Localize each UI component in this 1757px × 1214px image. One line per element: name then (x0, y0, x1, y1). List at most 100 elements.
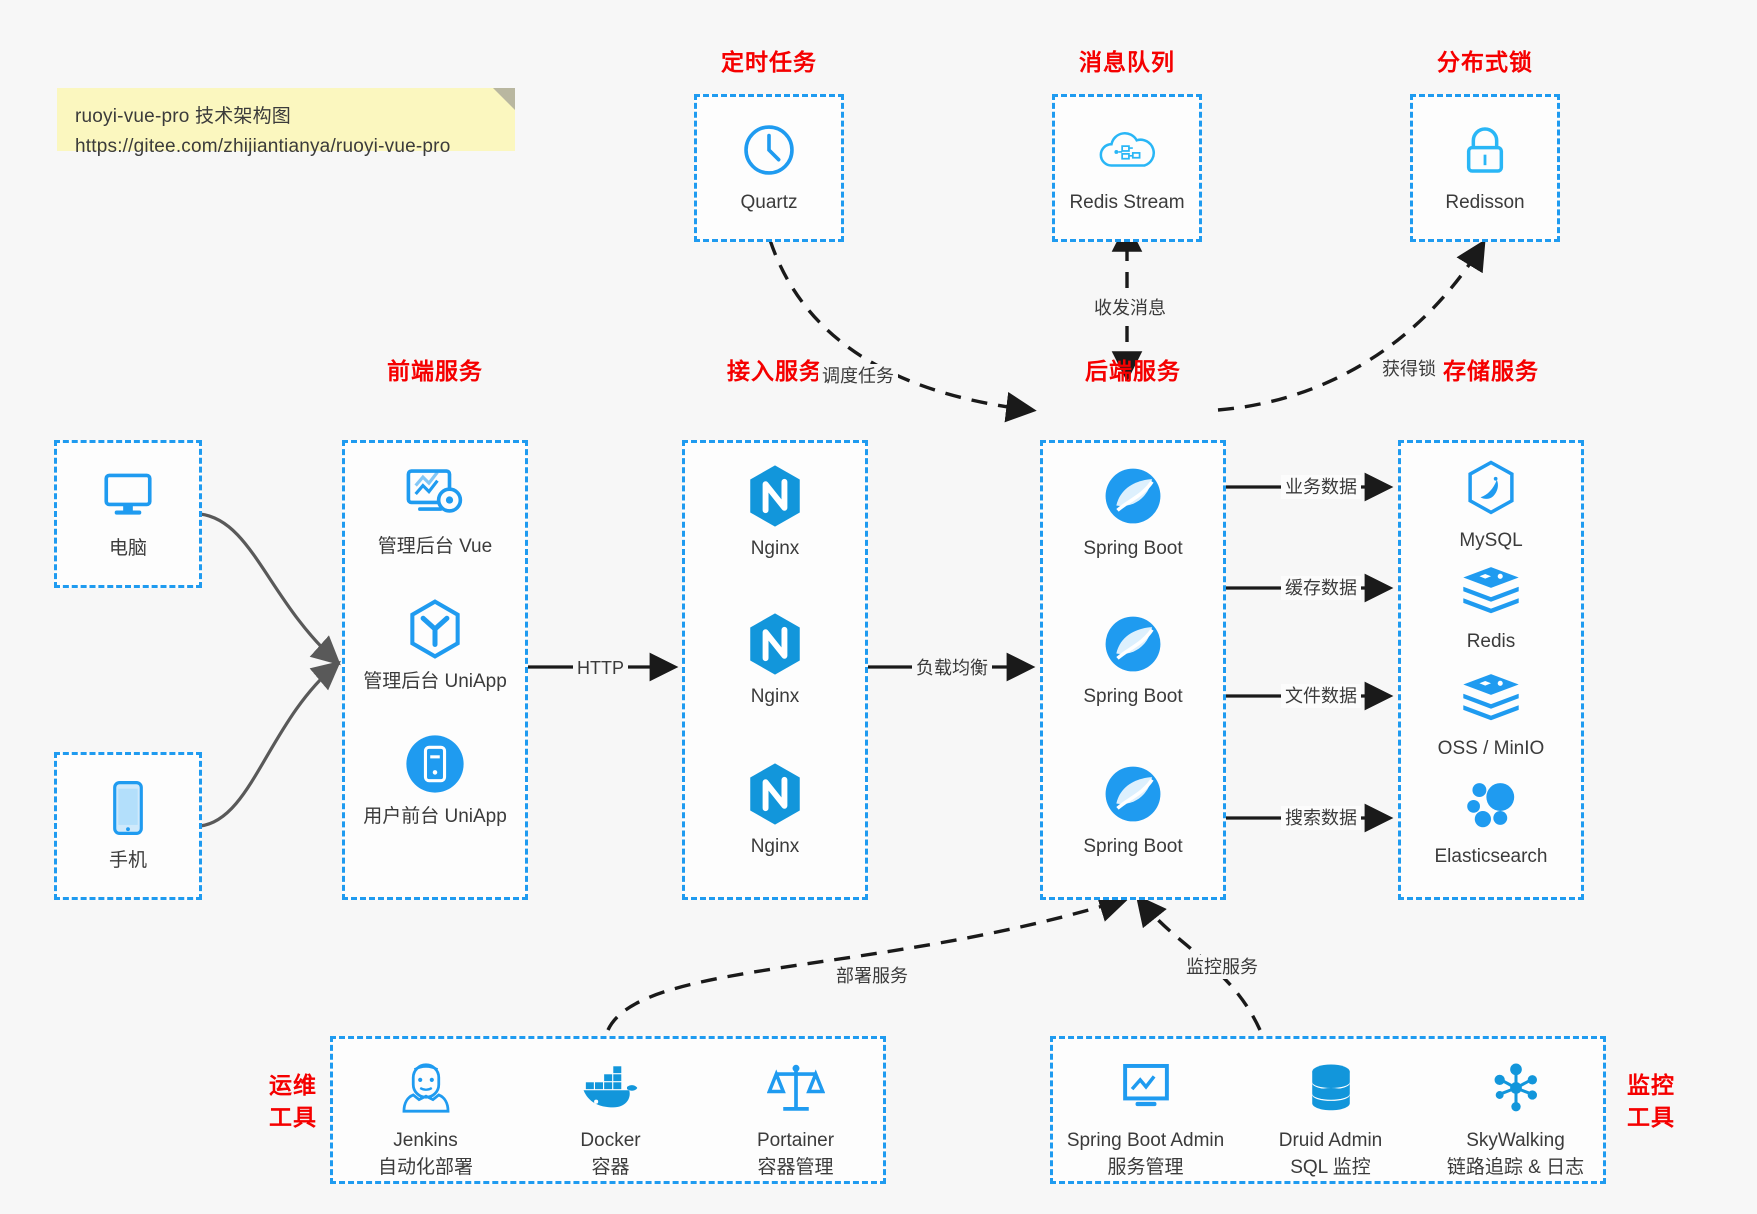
node-label: OSS / MinIO (1437, 738, 1545, 759)
node-jenkins[interactable]: Jenkins 自动化部署 (333, 1057, 518, 1181)
note-fold-icon (493, 88, 515, 110)
node-label: Redis (1466, 631, 1516, 652)
node-elasticsearch[interactable]: Elasticsearch (1401, 773, 1581, 869)
node-label: 管理后台 UniApp (363, 671, 507, 692)
node-label: Docker (580, 1130, 641, 1151)
node-mysql[interactable]: MySQL (1401, 457, 1581, 553)
node-quartz[interactable]: Quartz (697, 119, 841, 215)
node-portainer[interactable]: Portainer 容器管理 (703, 1057, 888, 1181)
spring-boot-icon (1043, 613, 1223, 675)
group-title-backend: 后端服务 (1085, 358, 1181, 384)
node-label: Quartz (740, 192, 798, 213)
node-label: MySQL (1459, 530, 1523, 551)
node-label: Jenkins (393, 1130, 458, 1151)
portainer-icon (703, 1057, 888, 1119)
node-nginx-1[interactable]: Nginx (685, 465, 865, 561)
group-box-monitor: Spring Boot Admin 服务管理 Druid Admin SQL 监… (1050, 1036, 1606, 1184)
jenkins-icon (333, 1057, 518, 1119)
node-label: 管理后台 Vue (377, 536, 493, 557)
skywalking-icon (1423, 1057, 1608, 1119)
node-user-uniapp[interactable]: 用户前台 UniApp (345, 733, 525, 829)
group-box-backend: Spring Boot Spring Boot Spring Boot (1040, 440, 1226, 900)
node-sublabel: 服务管理 (1107, 1157, 1184, 1178)
clock-icon (697, 119, 841, 181)
group-title-storage: 存储服务 (1443, 358, 1539, 384)
node-admin-uniapp[interactable]: 管理后台 UniApp (345, 598, 525, 694)
node-label: 电脑 (108, 538, 147, 559)
edge-label-deploy-service: 部署服务 (832, 964, 912, 988)
group-title-monitor: 监控 工具 (1620, 1069, 1682, 1133)
node-label: Spring Boot (1083, 686, 1183, 707)
group-title-monitor-line2: 工具 (1627, 1104, 1675, 1130)
nginx-icon (685, 465, 865, 527)
group-box-scheduler: Quartz (694, 94, 844, 242)
node-label: Druid Admin (1278, 1130, 1383, 1151)
nginx-icon (685, 763, 865, 825)
node-phone[interactable]: 手机 (57, 777, 199, 873)
group-title-scheduler: 定时任务 (721, 49, 817, 75)
node-sublabel: SQL 监控 (1290, 1157, 1371, 1178)
group-box-frontend: 管理后台 Vue 管理后台 UniApp 用户前台 U (342, 440, 528, 900)
node-sublabel: 容器管理 (757, 1157, 834, 1178)
group-box-lock: Redisson (1410, 94, 1560, 242)
node-redisson[interactable]: Redisson (1413, 119, 1557, 215)
node-spring-boot-2[interactable]: Spring Boot (1043, 613, 1223, 709)
uniapp-cube-icon (345, 598, 525, 660)
node-nginx-2[interactable]: Nginx (685, 613, 865, 709)
database-icon (1238, 1057, 1423, 1119)
group-box-mq: Redis Stream (1052, 94, 1202, 242)
monitor-screen-icon (1053, 1057, 1238, 1119)
node-redis-stream[interactable]: Redis Stream (1055, 119, 1199, 215)
sticky-note: ruoyi-vue-pro 技术架构图 https://gitee.com/zh… (57, 88, 515, 157)
node-skywalking[interactable]: SkyWalking 链路追踪 & 日志 (1423, 1057, 1608, 1181)
node-label: Spring Boot (1083, 538, 1183, 559)
edge-label-load-balance: 负载均衡 (912, 656, 992, 680)
dashboard-vue-icon (345, 463, 525, 525)
node-desktop[interactable]: 电脑 (57, 465, 199, 561)
edge-label-acquire-lock: 获得锁 (1378, 357, 1440, 381)
spring-boot-icon (1043, 763, 1223, 825)
node-label: Nginx (750, 538, 800, 559)
node-label: Spring Boot Admin (1066, 1130, 1225, 1151)
edge-label-schedule-task: 调度任务 (818, 364, 898, 388)
nginx-icon (685, 613, 865, 675)
note-line-2: https://gitee.com/zhijiantianya/ruoyi-vu… (75, 136, 451, 157)
group-title-gateway: 接入服务 (727, 358, 823, 384)
group-title-monitor-line1: 监控 (1627, 1072, 1675, 1098)
group-title-mq: 消息队列 (1079, 49, 1175, 75)
docker-icon (518, 1057, 703, 1119)
node-spring-boot-3[interactable]: Spring Boot (1043, 763, 1223, 859)
elasticsearch-icon (1401, 773, 1581, 835)
group-title-devops-line2: 工具 (269, 1104, 317, 1130)
node-oss-minio[interactable]: OSS / MinIO (1401, 665, 1581, 761)
node-sublabel: 自动化部署 (377, 1157, 473, 1178)
node-spring-boot-1[interactable]: Spring Boot (1043, 465, 1223, 561)
node-label: Nginx (750, 686, 800, 707)
node-label: 手机 (108, 850, 147, 871)
node-admin-vue[interactable]: 管理后台 Vue (345, 463, 525, 559)
node-druid-admin[interactable]: Druid Admin SQL 监控 (1238, 1057, 1423, 1181)
cloud-stream-icon (1055, 119, 1199, 181)
edge-label-file-data: 文件数据 (1281, 684, 1361, 708)
group-box-storage: MySQL Redis (1398, 440, 1584, 900)
edge-label-business-data: 业务数据 (1281, 475, 1361, 499)
node-nginx-3[interactable]: Nginx (685, 763, 865, 859)
mysql-icon (1401, 457, 1581, 519)
mobile-app-icon (345, 733, 525, 795)
group-title-devops: 运维 工具 (262, 1069, 324, 1133)
node-label: Redisson (1445, 192, 1525, 213)
node-label: Spring Boot (1083, 836, 1183, 857)
group-box-devops: Jenkins 自动化部署 Docker 容器 (330, 1036, 886, 1184)
node-label: Nginx (750, 836, 800, 857)
lock-icon (1413, 119, 1557, 181)
desktop-icon (57, 465, 199, 527)
group-box-client-pc: 电脑 (54, 440, 202, 588)
node-docker[interactable]: Docker 容器 (518, 1057, 703, 1181)
redis-icon (1401, 558, 1581, 620)
oss-minio-icon (1401, 665, 1581, 727)
note-line-1: ruoyi-vue-pro 技术架构图 (75, 106, 292, 127)
node-spring-boot-admin[interactable]: Spring Boot Admin 服务管理 (1053, 1057, 1238, 1181)
edge-label-search-data: 搜索数据 (1281, 806, 1361, 830)
node-label: Redis Stream (1069, 192, 1185, 213)
node-redis[interactable]: Redis (1401, 558, 1581, 654)
